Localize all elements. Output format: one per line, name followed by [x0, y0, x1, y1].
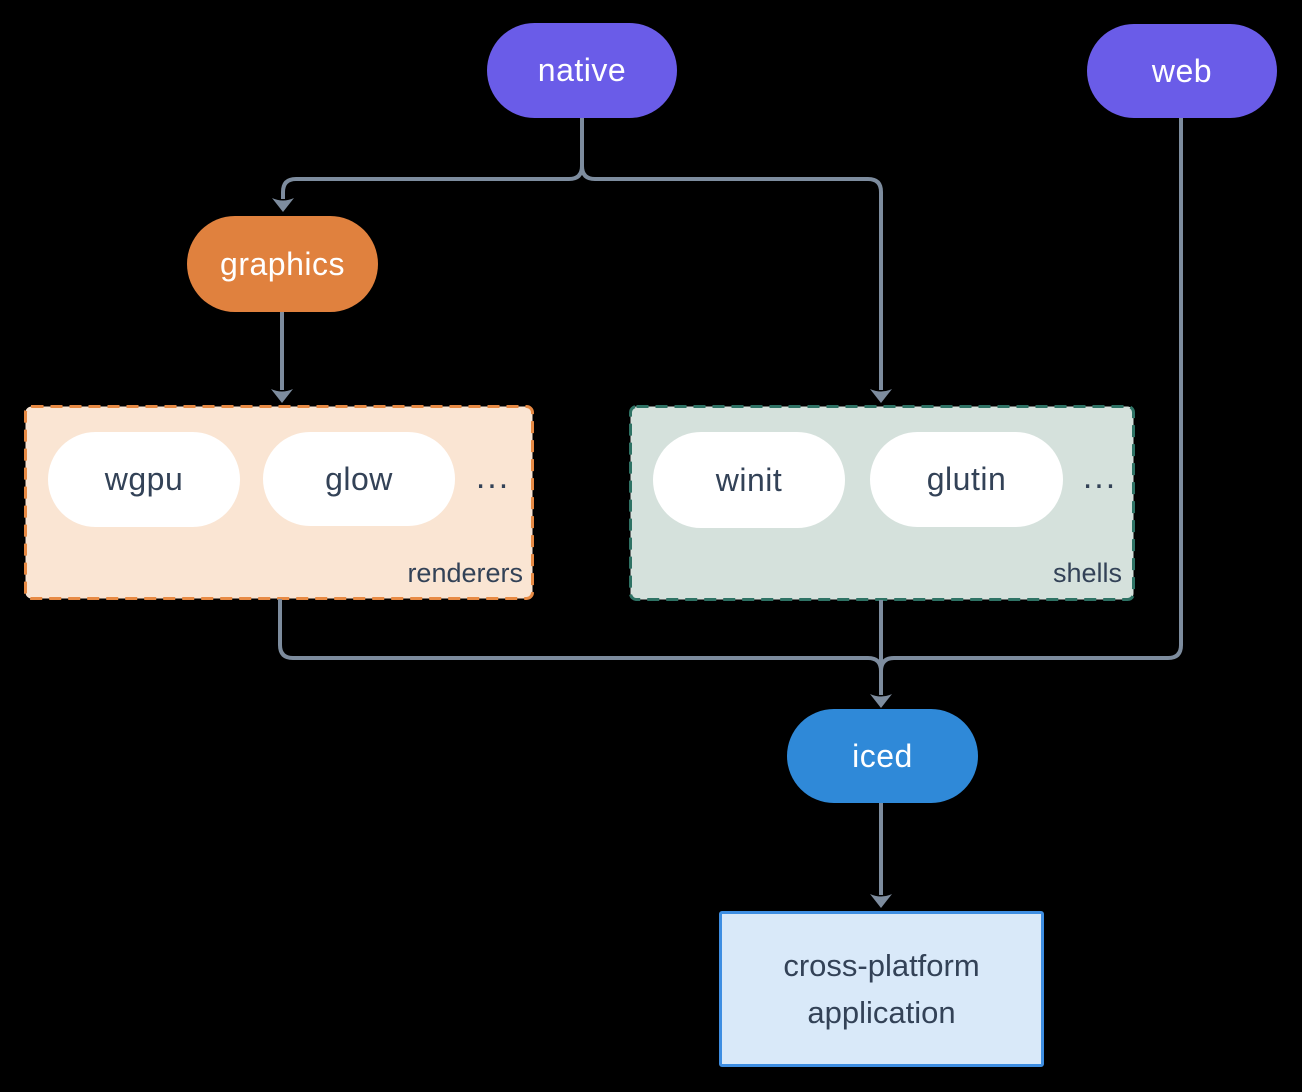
edge-native-shells	[580, 118, 883, 390]
node-glutin: glutin	[870, 432, 1063, 527]
shells-ellipsis: ...	[1082, 458, 1118, 496]
node-native-label: native	[537, 52, 627, 88]
arrowhead-into-app	[870, 894, 892, 908]
node-cross-platform-application: cross-platform application	[719, 911, 1044, 1067]
arrowhead-into-graphics	[272, 198, 294, 212]
app-label-line2: application	[807, 995, 956, 1030]
node-glow-label: glow	[325, 460, 393, 497]
node-glow: glow	[263, 432, 455, 526]
edge-native-graphics	[281, 118, 584, 199]
node-winit-label: winit	[715, 461, 783, 498]
node-graphics-label: graphics	[220, 245, 345, 282]
node-glutin-label: glutin	[926, 461, 1007, 497]
edge-renderers-junction	[278, 599, 883, 672]
node-wgpu: wgpu	[48, 432, 240, 527]
node-winit: winit	[653, 432, 845, 528]
arrowhead-into-renderers	[271, 389, 293, 403]
node-iced: iced	[787, 709, 978, 803]
arrowhead-into-shells	[870, 389, 892, 403]
app-label-line1: cross-platform	[783, 948, 980, 983]
node-graphics: graphics	[187, 216, 378, 312]
node-wgpu-label: wgpu	[104, 461, 184, 497]
node-iced-label: iced	[852, 737, 913, 774]
renderers-ellipsis: ...	[475, 458, 511, 496]
node-native: native	[487, 23, 677, 118]
node-web-label: web	[1151, 52, 1213, 89]
renderers-group-label: renderers	[407, 558, 523, 588]
arrowhead-into-iced	[870, 694, 892, 708]
node-web: web	[1087, 24, 1277, 118]
shells-group-label: shells	[1052, 558, 1122, 588]
